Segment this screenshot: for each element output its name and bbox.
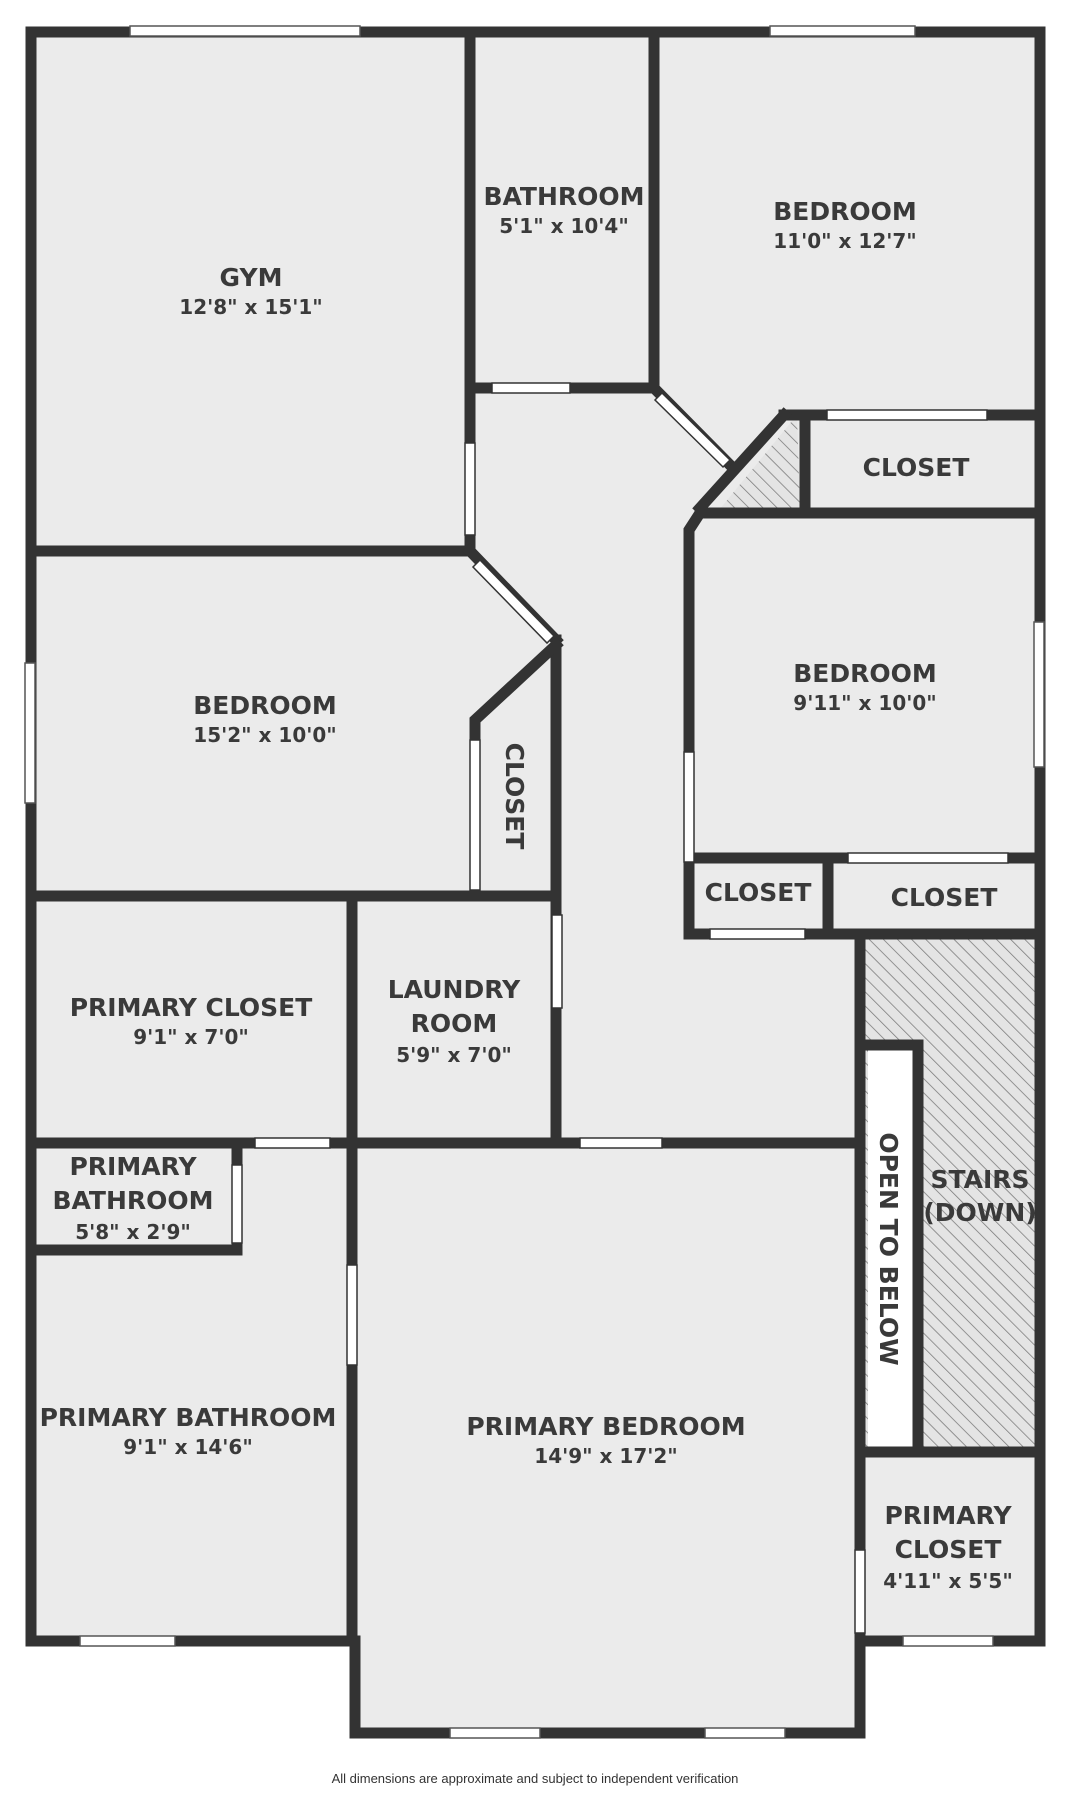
- window-primary-bed-2: [704, 1727, 786, 1739]
- door-closet-vertical: [469, 739, 481, 891]
- label-laundry-line1: LAUNDRY: [388, 975, 521, 1004]
- window-bedroom-left: [24, 662, 36, 804]
- dim-bedroom-left: 15'2" x 10'0": [193, 723, 336, 747]
- dim-bedroom-mid-right: 9'11" x 10'0": [793, 691, 936, 715]
- window-primary-bath: [79, 1635, 176, 1647]
- dim-primary-bedroom: 14'9" x 17'2": [534, 1444, 677, 1468]
- label-closet-top-right: CLOSET: [863, 453, 970, 482]
- window-primary-closet: [902, 1635, 994, 1647]
- label-gym: GYM: [220, 263, 283, 292]
- label-bedroom-left: BEDROOM: [193, 691, 337, 720]
- door-gym: [464, 442, 476, 536]
- dim-bedroom-top-right: 11'0" x 12'7": [773, 229, 916, 253]
- label-bathroom: BATHROOM: [483, 182, 644, 211]
- door-bedroom-mid: [683, 751, 695, 863]
- dim-primary-bathroom: 9'1" x 14'6": [123, 1435, 253, 1459]
- open-to-below-area: [868, 1050, 916, 1447]
- door-primary-bedroom: [579, 1137, 663, 1149]
- label-closet-right: CLOSET: [891, 883, 998, 912]
- floor-fills: [31, 32, 1040, 1733]
- label-bedroom-top-right: BEDROOM: [773, 197, 917, 226]
- label-primary-bedroom: PRIMARY BEDROOM: [466, 1412, 745, 1441]
- label-primary-closet-right-line1: PRIMARY: [884, 1501, 1012, 1530]
- chase-hatch: [719, 415, 800, 510]
- label-primary-closet-left: PRIMARY CLOSET: [70, 993, 313, 1022]
- door-primary-closet: [254, 1137, 331, 1149]
- label-closet-small: CLOSET: [705, 878, 812, 907]
- label-stairs-line2: (DOWN): [923, 1198, 1036, 1227]
- dim-bathroom: 5'1" x 10'4": [499, 214, 629, 238]
- door-laundry: [551, 914, 563, 1009]
- label-laundry-line2: ROOM: [411, 1009, 498, 1038]
- label-primary-bath-small-line2: BATHROOM: [52, 1186, 213, 1215]
- openings: [24, 25, 1045, 1739]
- dim-primary-bath-small: 5'8" x 2'9": [75, 1220, 191, 1244]
- label-open-to-below: OPEN TO BELOW: [874, 1132, 903, 1365]
- window-bedroom-mid: [1033, 621, 1045, 768]
- dim-laundry: 5'9" x 7'0": [396, 1043, 512, 1067]
- label-primary-bathroom: PRIMARY BATHROOM: [40, 1403, 337, 1432]
- door-primary-closet-right: [854, 1549, 866, 1634]
- window-bedroom-top: [769, 25, 916, 37]
- dim-primary-closet-right: 4'11" x 5'5": [883, 1569, 1013, 1593]
- door-hall-diag: [653, 391, 732, 469]
- door-primary-bath-small: [231, 1164, 243, 1244]
- door-closet-right: [847, 852, 1009, 864]
- door-closet-small: [709, 928, 806, 940]
- door-bedroom-left-diag: [471, 558, 556, 645]
- label-primary-closet-right-line2: CLOSET: [895, 1535, 1002, 1564]
- label-closet-vertical: CLOSET: [500, 743, 529, 850]
- window-primary-bed-1: [449, 1727, 541, 1739]
- door-bathroom: [491, 382, 571, 394]
- footer-note: All dimensions are approximate and subje…: [332, 1771, 739, 1786]
- label-stairs-line1: STAIRS: [930, 1165, 1029, 1194]
- window-gym: [129, 25, 361, 37]
- door-closet-top: [826, 409, 988, 421]
- label-primary-bath-small-line1: PRIMARY: [69, 1152, 197, 1181]
- label-bedroom-mid-right: BEDROOM: [793, 659, 937, 688]
- room-labels: GYM 12'8" x 15'1" BATHROOM 5'1" x 10'4" …: [40, 182, 1037, 1593]
- door-primary-bathroom: [346, 1264, 358, 1366]
- dim-primary-closet-left: 9'1" x 7'0": [133, 1025, 249, 1049]
- dim-gym: 12'8" x 15'1": [179, 295, 322, 319]
